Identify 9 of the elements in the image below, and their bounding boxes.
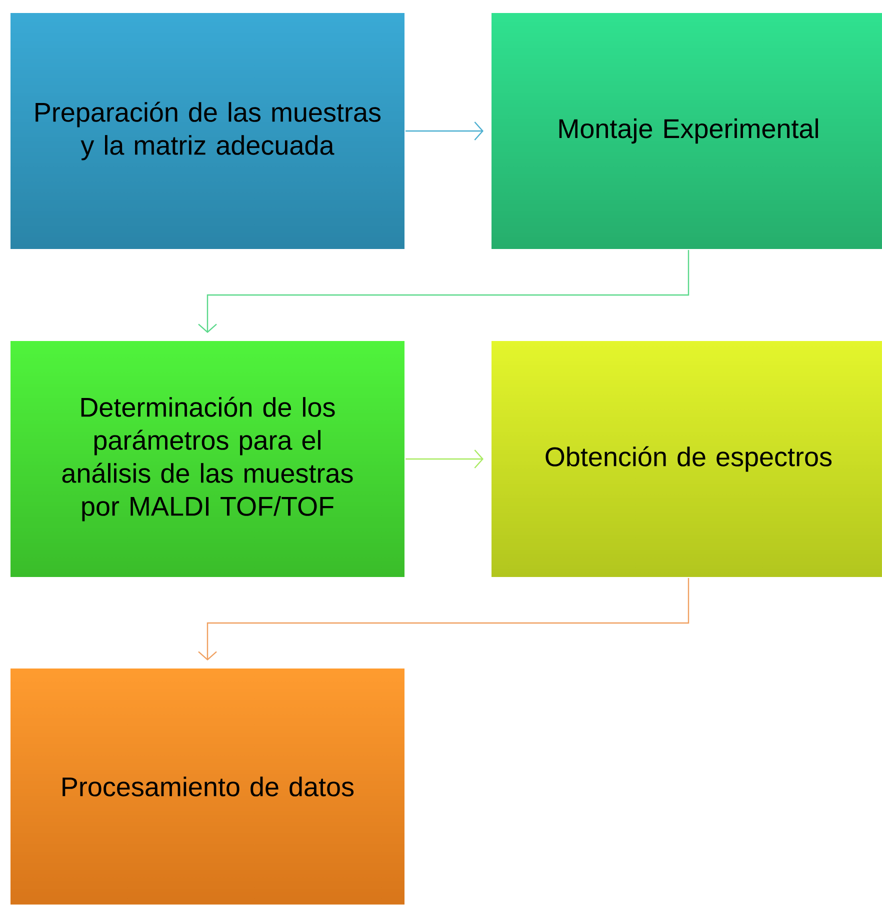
arrow	[406, 122, 484, 140]
process-box: Preparación de las muestras y la matriz adecuada	[10, 12, 406, 250]
arrow	[198, 578, 690, 660]
process-box: Determinación de los parámetros para el análisis de las muestras por MALDI TOF/TOF	[10, 340, 406, 578]
process-box: Procesamiento de datos	[10, 668, 406, 905]
process-box: Montaje Experimental	[490, 12, 882, 250]
arrow	[406, 450, 484, 468]
process-box: Obtención de espectros	[490, 340, 882, 578]
arrow	[198, 250, 690, 333]
